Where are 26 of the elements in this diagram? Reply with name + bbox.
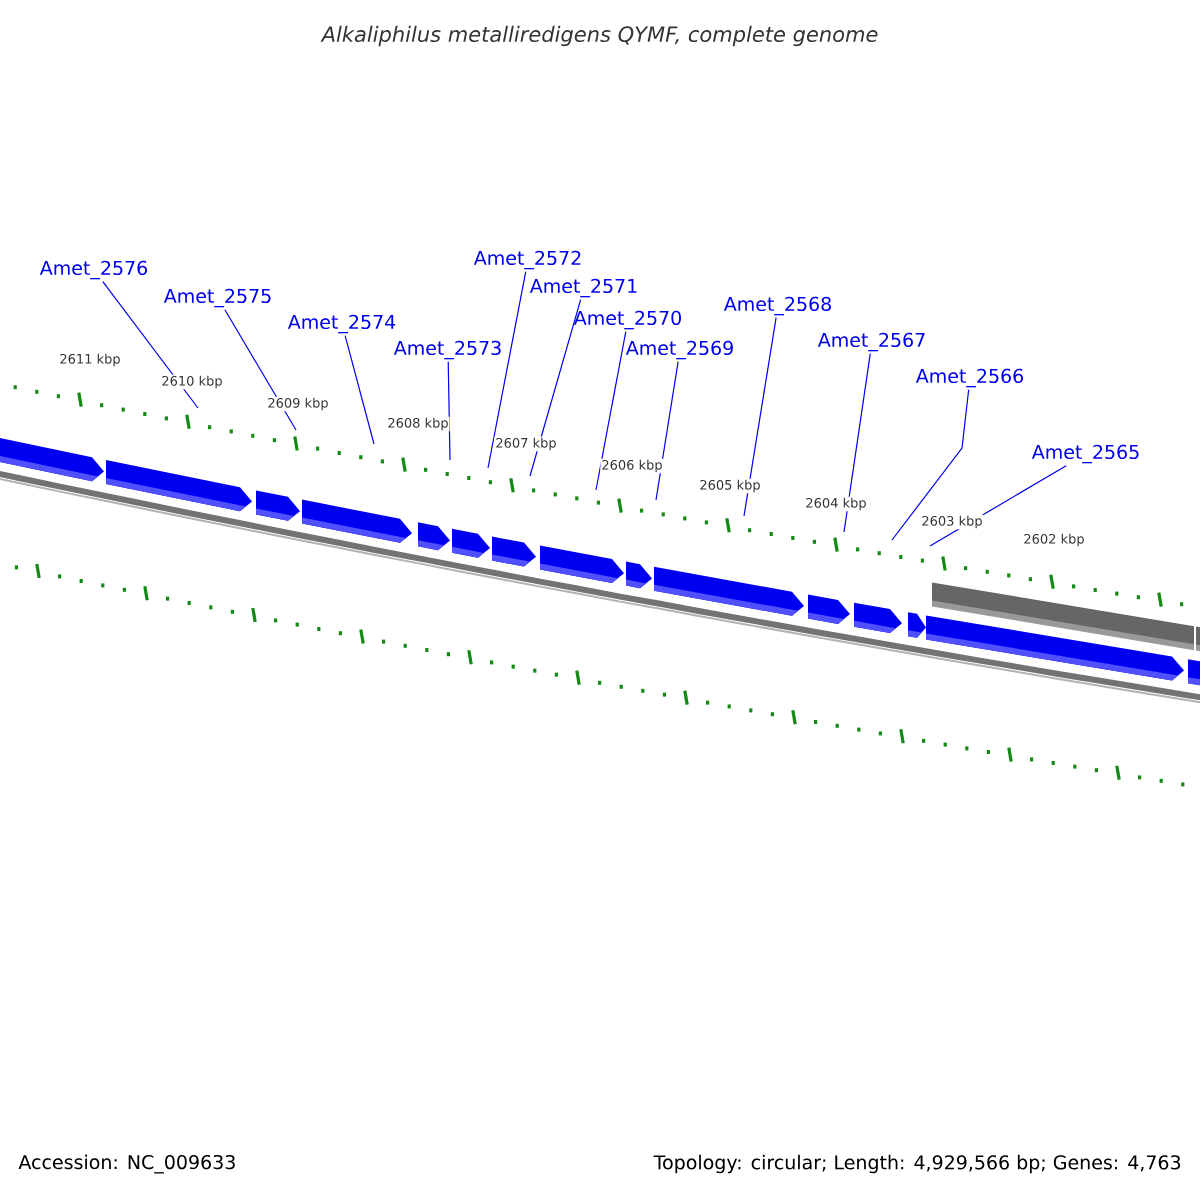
gene-label: Amet_2568 [721,294,835,318]
leader-line [344,335,375,445]
gene-label: Amet_2572 [471,248,585,272]
gene-label: Amet_2567 [815,330,929,354]
gene-label: Amet_2576 [37,258,151,282]
leader-line [843,353,871,533]
leader-line [487,271,527,469]
leader-line [529,299,582,477]
gene-label: Amet_2569 [623,338,737,362]
genome-info-text: Topology: circular; Length: 4,929,566 bp; Genes: 4,763 [653,1154,1181,1174]
title: Alkaliphilus metalliredigens QYMF, complete genome [320,25,878,47]
leader-line [891,389,970,541]
gene-label: Amet_2571 [527,276,641,300]
gene-label: Amet_2565 [1029,442,1143,466]
leader-line [655,361,679,501]
leader-line [224,309,297,431]
gene-label: Amet_2566 [913,366,1027,390]
leader-line [102,281,199,409]
gene-label: Amet_2574 [285,312,399,336]
gene-label: Amet_2573 [391,338,505,362]
leader-line [595,331,627,491]
accession-text: Accession: NC_009633 [18,1154,235,1174]
leader-line [447,361,451,461]
leader-line [743,317,777,517]
gene-label: Amet_2570 [571,308,685,332]
gene-label: Amet_2575 [161,286,275,310]
